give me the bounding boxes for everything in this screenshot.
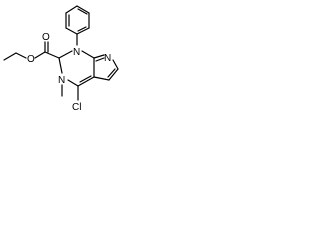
bond-n1-c7a bbox=[81, 50, 95, 59]
bond-ph-inner-c bbox=[77, 26, 87, 32]
bond-c5-c4a bbox=[93, 76, 110, 81]
bond-oester-carbonylc bbox=[34, 51, 46, 59]
bond-c6-c5-inner bbox=[107, 68, 116, 78]
phenyl-ring bbox=[65, 5, 90, 46]
bond-ph3 bbox=[65, 5, 78, 14]
bond-n7-c6 bbox=[112, 59, 119, 70]
bond-ph6 bbox=[76, 27, 90, 35]
bond-carbonylc-c2 bbox=[44, 51, 60, 59]
chemical-structure: O O N N N Cl bbox=[3, 5, 119, 113]
bond-c2-n1 bbox=[58, 50, 73, 59]
nitrogen-n3-label: N bbox=[58, 75, 65, 86]
bond-c6-c5 bbox=[108, 68, 119, 81]
pyrimidine-ring bbox=[58, 50, 95, 87]
oxygen-ester-label: O bbox=[27, 54, 35, 65]
bond-c7a-n7 bbox=[93, 54, 105, 59]
nitrogen-n1-label: N bbox=[73, 47, 80, 58]
bond-n3-c2 bbox=[58, 57, 63, 74]
pyrrole-ring bbox=[93, 54, 119, 81]
bond-ch2-oester bbox=[15, 52, 27, 59]
bond-ph1 bbox=[65, 27, 78, 35]
bond-c4a-c4 bbox=[77, 76, 95, 87]
bond-ph4 bbox=[76, 5, 90, 14]
nitrogen-n7-label: N bbox=[104, 53, 111, 64]
bond-c7a-n7-inner bbox=[95, 57, 105, 62]
bond-ph-inner-b bbox=[77, 8, 88, 15]
oxygen-carbonyl-label: O bbox=[42, 32, 50, 43]
bond-c4-n3 bbox=[67, 79, 79, 87]
structure-canvas: O O N N N Cl bbox=[0, 0, 136, 126]
chlorine-label: Cl bbox=[72, 102, 81, 113]
ethyl-group bbox=[3, 52, 27, 61]
bond-c4-c4a-inner bbox=[79, 75, 92, 83]
bond-ch3-ch2 bbox=[3, 52, 17, 61]
ester-group bbox=[34, 41, 60, 59]
